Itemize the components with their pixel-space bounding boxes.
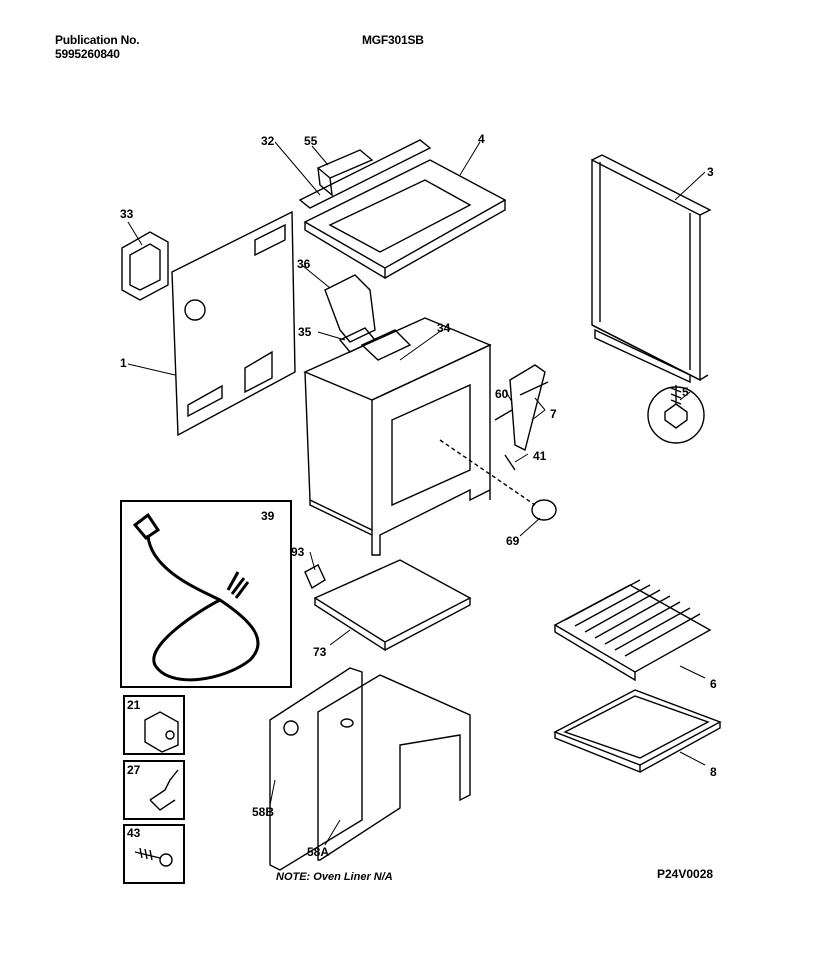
bracket-inset-box xyxy=(123,760,185,820)
screw-part xyxy=(134,847,173,867)
part-label-7: 7 xyxy=(550,407,557,421)
leader-lines xyxy=(127,141,706,846)
part-label-69: 69 xyxy=(506,534,520,548)
screw-inset-box xyxy=(123,824,185,884)
wire-bracket-part xyxy=(149,769,179,811)
part-label-73: 73 xyxy=(313,645,327,659)
cord-inset-box xyxy=(120,500,292,688)
leveling-leg xyxy=(647,385,705,444)
part-label-39: 39 xyxy=(261,509,275,523)
part-label-41: 41 xyxy=(533,449,547,463)
diagram-code: P24V0028 xyxy=(657,867,714,881)
part-label-33: 33 xyxy=(120,207,134,221)
part-label-43: 43 xyxy=(127,826,141,840)
part-label-58B: 58B xyxy=(252,805,275,819)
part-label-3: 3 xyxy=(707,165,714,179)
publication-number: 5995260840 xyxy=(55,47,120,61)
oven-liner-note: NOTE: Oven Liner N/A xyxy=(276,871,393,883)
bottom-plate xyxy=(304,559,472,652)
part-label-21: 21 xyxy=(127,698,141,712)
part-label-36: 36 xyxy=(297,257,311,271)
part-label-27: 27 xyxy=(127,763,141,777)
power-cord xyxy=(132,512,260,682)
part-label-93: 93 xyxy=(291,545,305,559)
part-label-4: 4 xyxy=(478,132,485,146)
oven-rack xyxy=(553,579,712,682)
part-label-60: 60 xyxy=(495,387,509,401)
oven-body xyxy=(303,317,492,556)
clip-inset-box xyxy=(123,695,185,755)
part-label-32: 32 xyxy=(261,134,275,148)
part-label-6: 6 xyxy=(710,677,717,691)
part-label-35: 35 xyxy=(298,325,312,339)
door-frame xyxy=(591,154,712,384)
broiler-pan xyxy=(553,689,722,774)
back-panel xyxy=(171,210,296,437)
burner-box-assembly xyxy=(298,139,507,280)
publication-label: Publication No. xyxy=(55,33,140,47)
part-label-1: 1 xyxy=(120,356,127,370)
model-number: MGF301SB xyxy=(362,33,424,47)
part-label-34: 34 xyxy=(437,321,451,335)
hinge-parts xyxy=(494,364,549,471)
part-label-8: 8 xyxy=(710,765,717,779)
clip-part xyxy=(144,711,179,753)
part-label-5: 5 xyxy=(682,385,689,399)
cover-panels xyxy=(269,667,471,871)
bracket xyxy=(121,231,169,301)
knob xyxy=(531,499,557,521)
part-label-55: 55 xyxy=(304,134,318,148)
part-label-58A: 58A xyxy=(307,845,330,859)
